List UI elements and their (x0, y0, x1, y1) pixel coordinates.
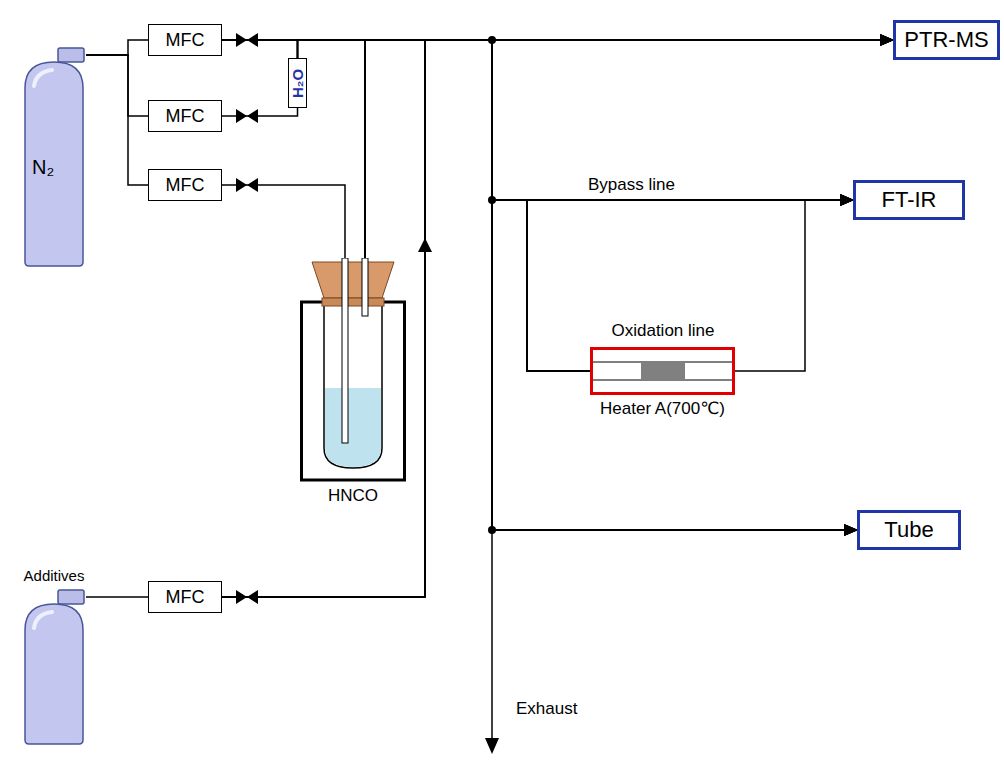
gas-cylinder: Additives (22, 588, 86, 746)
node-label: MFC (166, 587, 205, 608)
pipe-connector (222, 40, 857, 530)
valve-symbols (236, 33, 258, 604)
pipe-connector (365, 40, 853, 258)
pipe-connector (298, 40, 854, 200)
heater-tube (593, 350, 732, 392)
line-label: Bypass line (588, 175, 675, 195)
cylinder-shape (22, 588, 86, 746)
pipe-connector (222, 40, 853, 597)
hnco-vessel: HNCO (300, 258, 406, 508)
mfc-box: MFC (148, 24, 222, 56)
pipe-connector (365, 40, 893, 258)
exhaust-arrow (485, 738, 499, 754)
node-label: N₂ (32, 156, 54, 179)
flow-arrow (418, 238, 432, 252)
pipe-connector (735, 200, 853, 371)
pipe-connector (365, 40, 590, 371)
line-label: Exhaust (516, 699, 577, 719)
node-label: H₂O (289, 68, 306, 97)
mfc-box: MFC (148, 169, 222, 201)
pipe-connector (86, 596, 148, 598)
instrument-box: PTR-MS (893, 20, 1000, 60)
junction-dots (488, 36, 496, 534)
instrument-box: Tube (857, 510, 961, 550)
pipe-connector (86, 55, 148, 185)
pipe-connector (222, 40, 590, 371)
node-label: MFC (166, 175, 205, 196)
pipe-connector (222, 40, 857, 597)
heater-box: Heater A(700℃) (590, 347, 735, 395)
mfc-box: MFC (148, 581, 222, 613)
node-label: PTR-MS (904, 27, 988, 53)
pipe-connector (222, 40, 853, 200)
mfc-box: MFC (148, 100, 222, 132)
node-label: HNCO (328, 486, 378, 506)
node-label: MFC (166, 30, 205, 51)
pipe-connector (365, 40, 857, 530)
node-label: Additives (24, 567, 85, 584)
node-label: Heater A(700℃) (600, 398, 725, 419)
node-label: FT-IR (882, 187, 937, 213)
node-label: Tube (884, 517, 933, 543)
humidifier-box: H₂O (288, 58, 307, 108)
pipe-connector (86, 40, 148, 55)
pipe-connector (298, 40, 894, 58)
pipe-connector (298, 40, 858, 530)
pipe-connector (222, 185, 345, 258)
pipe-connector (222, 40, 590, 597)
gas-cylinder: N₂ (22, 46, 86, 268)
pipe-connector (222, 108, 298, 116)
node-label: MFC (166, 106, 205, 127)
vessel-illustration (300, 258, 406, 508)
pipe-connector (222, 40, 893, 597)
instrument-box: FT-IR (853, 180, 965, 220)
exhaust-line (491, 530, 493, 740)
pipe-connector (86, 55, 148, 116)
line-label: Oxidation line (611, 321, 714, 341)
